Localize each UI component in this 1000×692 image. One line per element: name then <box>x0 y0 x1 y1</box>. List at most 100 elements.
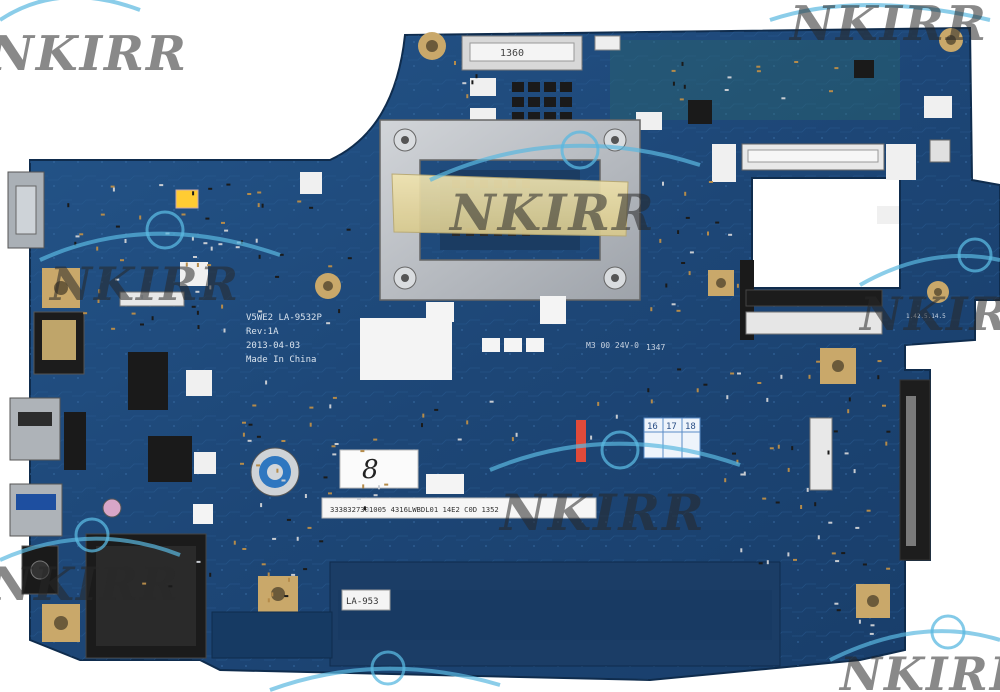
smd-part <box>260 503 263 508</box>
smd-part <box>662 181 664 186</box>
smd-part <box>834 602 839 605</box>
smd-part <box>677 230 680 235</box>
smd-part <box>131 312 136 315</box>
smd-part <box>168 585 173 588</box>
smd-part <box>681 262 686 264</box>
smd-part <box>855 526 860 529</box>
smd-part <box>757 382 762 384</box>
smd-part <box>728 233 733 236</box>
usb3-port <box>9 483 63 537</box>
smd-part <box>261 203 264 208</box>
white-component <box>180 262 208 286</box>
smd-part <box>360 450 365 453</box>
smd-part <box>756 65 761 68</box>
smd-part <box>97 299 100 303</box>
smd-part <box>112 187 115 192</box>
smd-part <box>110 185 115 188</box>
ram-chip <box>128 352 168 410</box>
smd-part <box>192 191 195 196</box>
smd-part <box>650 399 653 404</box>
smd-part <box>836 609 841 612</box>
watermark-text: NKIRR <box>838 647 1000 692</box>
smd-part <box>257 203 260 208</box>
smd-part <box>511 437 514 442</box>
smd-part <box>834 67 839 70</box>
white-component <box>924 96 952 118</box>
smd-part <box>829 90 833 93</box>
smd-part <box>328 492 332 495</box>
smd-part <box>870 624 875 627</box>
smd-part <box>346 228 351 231</box>
bottom-label-text: LA-953 <box>346 597 379 607</box>
smd-part <box>265 380 268 385</box>
smd-part <box>665 283 668 288</box>
smd-part <box>780 374 783 379</box>
mounting-hole <box>708 270 734 296</box>
white-component <box>712 144 736 182</box>
smd-part <box>677 368 682 371</box>
smd-part <box>328 265 333 268</box>
smd-part <box>261 563 266 566</box>
power-section <box>610 40 900 120</box>
white-label <box>504 338 522 352</box>
board-origin-text: Made In China <box>246 355 316 365</box>
electrolytic-capacitor <box>250 447 300 497</box>
lan-chip <box>148 436 192 482</box>
audio-jack <box>21 545 59 595</box>
usb-port <box>9 397 61 461</box>
smd-part <box>367 507 370 512</box>
smd-part <box>247 439 252 442</box>
smd-part <box>185 262 188 267</box>
smd-part <box>762 497 767 500</box>
handwritten-label-a: 8 <box>339 449 419 489</box>
smd-part <box>100 213 105 216</box>
smd-part <box>140 323 144 326</box>
smd-part <box>332 396 337 399</box>
smd-part <box>681 61 684 66</box>
smd-part <box>248 423 253 426</box>
smd-part <box>466 420 469 425</box>
smd-part <box>422 413 425 418</box>
mounting-hole <box>42 268 80 308</box>
memory-slot: LA-953 <box>329 561 781 667</box>
smd-part <box>221 304 224 309</box>
watermark: NKIRR <box>429 130 701 242</box>
board-date-text: 2013-04-03 <box>246 341 300 351</box>
smd-part <box>659 238 662 243</box>
yellow-tape <box>391 173 629 237</box>
smd-part <box>221 221 225 224</box>
mounting-hole <box>927 281 949 303</box>
cpu-label-text: M3 00 24V-0 <box>586 341 639 350</box>
smd-part <box>727 76 732 79</box>
smd-part <box>590 435 593 440</box>
smd-part <box>124 239 127 243</box>
smd-part <box>329 404 332 409</box>
smd-part <box>151 316 154 321</box>
smd-part <box>120 259 124 262</box>
smd-part <box>683 84 686 89</box>
handwritten-a-text: 8 <box>362 455 379 485</box>
white-component <box>300 172 322 194</box>
ffc-connector <box>809 417 833 491</box>
smd-part <box>835 560 840 563</box>
sticker-number-16: 16 <box>647 422 658 432</box>
smd-part <box>205 217 210 220</box>
smd-part <box>844 452 849 455</box>
smd-part <box>75 235 80 238</box>
smd-part <box>736 283 739 288</box>
board-model-text: V5WE2 LA-9532P <box>246 313 322 323</box>
mounting-hole <box>856 584 890 618</box>
smd-part <box>226 183 231 186</box>
smd-part <box>304 494 307 498</box>
smd-part <box>209 285 212 290</box>
smd-part <box>800 505 803 509</box>
smd-part <box>141 295 144 299</box>
smd-part <box>196 560 201 563</box>
mounting-hole <box>939 28 963 52</box>
smd-part <box>210 246 213 251</box>
smd-part <box>284 595 289 598</box>
connector-block <box>64 412 86 470</box>
smd-part <box>724 478 727 483</box>
watermark-text: NKIRR <box>788 0 988 52</box>
